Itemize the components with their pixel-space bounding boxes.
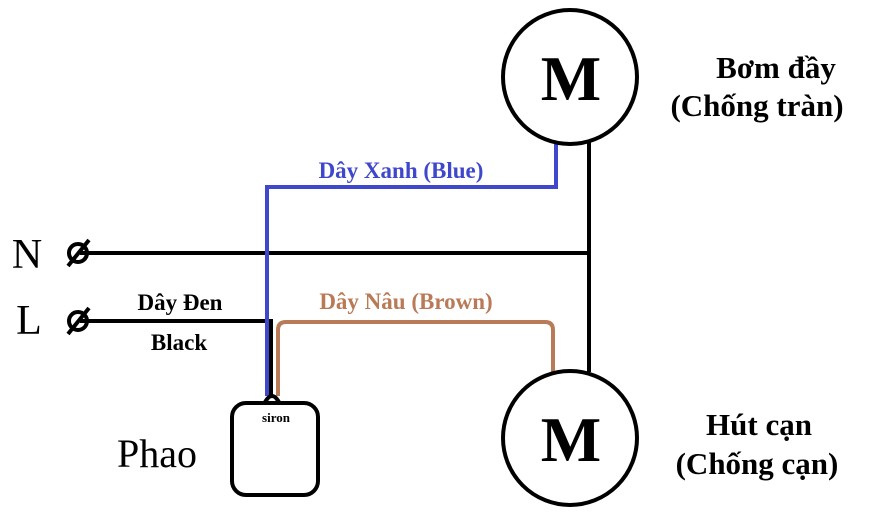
- motor-top-label-2: (Chống tràn): [670, 88, 843, 123]
- black-wire-label-1: Dây Đen: [138, 290, 223, 315]
- brown-wire: [276, 320, 555, 396]
- float-switch-label: Phao: [117, 431, 197, 476]
- float-switch-icon: [230, 401, 320, 497]
- black-wire-label-2: Black: [151, 330, 207, 355]
- motor-top-symbol: M: [541, 43, 601, 114]
- terminal-l-icon: [66, 306, 91, 336]
- motor-bottom-label-1: Hút cạn: [706, 407, 812, 442]
- live-black-wire: [80, 319, 273, 396]
- motor-bottom-label-2: (Chống cạn): [676, 446, 839, 481]
- terminal-l-label: L: [16, 298, 42, 344]
- blue-wire: [265, 140, 558, 396]
- brown-wire-label: Dây Nâu (Brown): [319, 289, 492, 314]
- motor-bottom-icon: [501, 369, 639, 507]
- motor-bottom-symbol: M: [541, 404, 601, 475]
- blue-wire-label: Dây Xanh (Blue): [319, 158, 484, 183]
- float-switch-brand: siron: [262, 410, 291, 425]
- motor-top-label-1: Bơm đầy: [716, 50, 836, 85]
- motor-top-icon: [501, 8, 639, 146]
- terminal-n-label: N: [12, 232, 42, 278]
- terminal-n-icon: [66, 238, 91, 268]
